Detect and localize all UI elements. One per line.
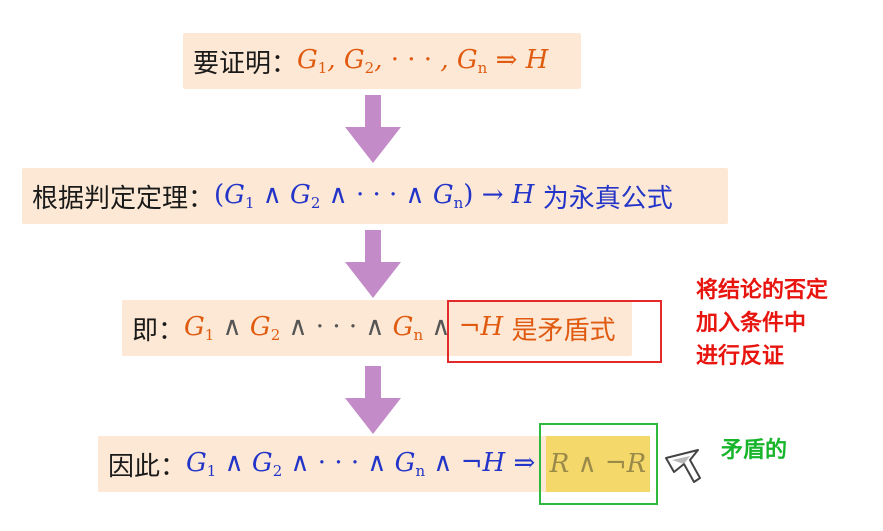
red-annotation-line-1: 将结论的否定 bbox=[696, 278, 829, 303]
step-3-prefix: 即： bbox=[132, 315, 185, 346]
step-2-box: 根据判定定理： (G1 ∧ G2 ∧ · · · ∧ Gn) → H 为永真公式 bbox=[22, 168, 728, 224]
contradiction-frame bbox=[539, 423, 658, 505]
contradiction-formula: R ∧ ¬R bbox=[549, 449, 647, 479]
mouse-pointer-icon bbox=[665, 449, 701, 483]
step-1-prefix: 要证明： bbox=[193, 48, 298, 79]
step-1-box: 要证明： G1, G2, · · · , Gn ⇒ H bbox=[183, 33, 581, 89]
step-1-formula: G1, G2, · · · , Gn ⇒ H bbox=[297, 45, 549, 77]
down-arrow-2 bbox=[345, 230, 401, 298]
step-4-prefix: 因此： bbox=[108, 451, 187, 482]
step-3-formula: G1 ∧ G2 ∧ · · · ∧ Gn ∧ ¬H bbox=[184, 312, 512, 344]
red-annotation-line-3: 进行反证 bbox=[696, 344, 785, 369]
green-annotation: 矛盾的 bbox=[721, 438, 788, 463]
red-annotation-line-2: 加入条件中 bbox=[696, 311, 807, 336]
step-2-suffix: 为永真公式 bbox=[542, 183, 673, 214]
down-arrow-1 bbox=[345, 95, 401, 163]
step-4-formula: G1 ∧ G2 ∧ · · · ∧ Gn ∧ ¬H ⇒ bbox=[186, 448, 536, 480]
step-2-formula: (G1 ∧ G2 ∧ · · · ∧ Gn) → H bbox=[214, 180, 543, 212]
step-2-prefix: 根据判定定理： bbox=[32, 183, 215, 214]
down-arrow-3 bbox=[345, 366, 401, 434]
negation-highlight-frame bbox=[447, 300, 662, 363]
step-3-box: 即： G1 ∧ G2 ∧ · · · ∧ Gn ∧ ¬H 是矛盾式 bbox=[122, 300, 632, 356]
red-annotation: 将结论的否定 加入条件中 进行反证 bbox=[696, 274, 828, 373]
contradiction-highlight: R ∧ ¬R bbox=[546, 436, 650, 492]
step-3-suffix: 是矛盾式 bbox=[511, 315, 616, 346]
step-4-box: 因此： G1 ∧ G2 ∧ · · · ∧ Gn ∧ ¬H ⇒ bbox=[98, 436, 550, 492]
